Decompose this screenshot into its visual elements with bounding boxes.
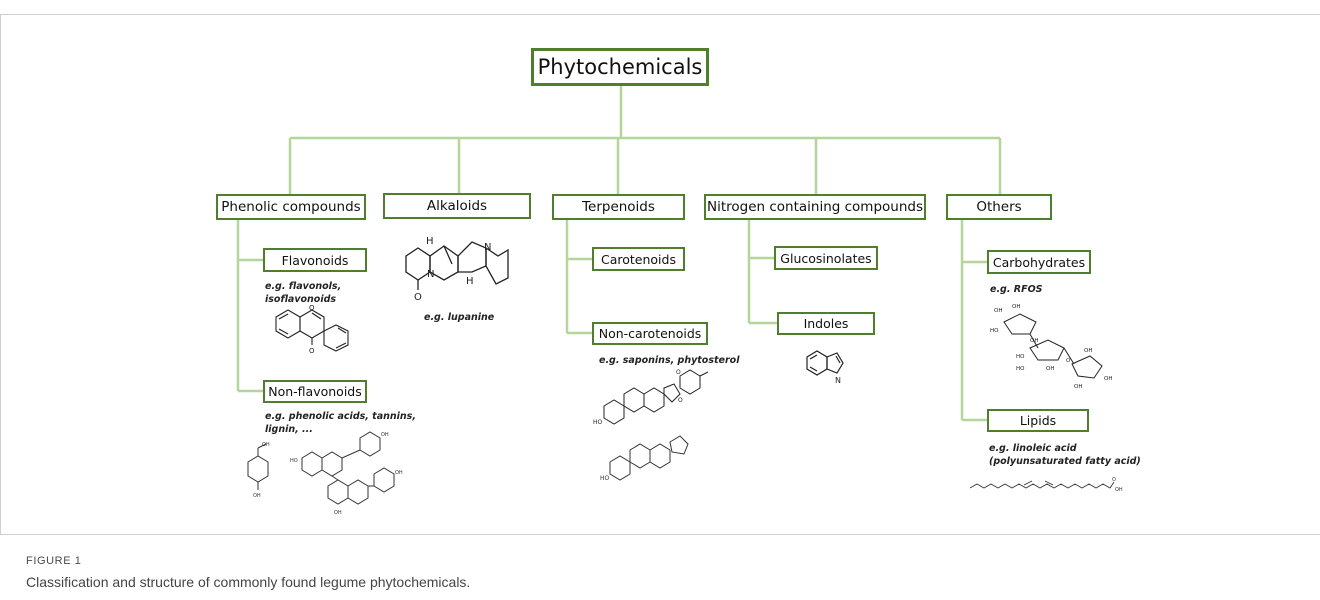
rfos-oh-6: OH xyxy=(1104,376,1112,382)
subcategory-non-flavonoids: Non-flavonoids xyxy=(263,380,367,403)
tannin-structure: HO OH OH OH xyxy=(290,431,403,516)
isoflavonoid-structure: O O xyxy=(275,304,349,355)
rfos-o: O xyxy=(1066,358,1071,364)
phytosterol-structure: HO xyxy=(600,435,689,482)
root-node: Phytochemicals xyxy=(531,48,709,86)
phytosterol-ho: HO xyxy=(600,475,610,482)
subcategory-lipids: Lipids xyxy=(987,409,1089,432)
rfos-oh-3: OH xyxy=(1030,338,1038,344)
isoflavone-keto-o: O xyxy=(309,347,315,355)
connector-lines xyxy=(236,84,1002,422)
example-lipids-line1: e.g. linoleic acid xyxy=(989,443,1077,454)
rfos-ho-2: HO xyxy=(1016,354,1025,360)
saponin-ho: HO xyxy=(593,419,603,426)
lupanine-h-top: H xyxy=(426,236,434,247)
lupanine-h-bottom: H xyxy=(466,276,474,287)
example-lipids: e.g. linoleic acid (polyunsaturated fatt… xyxy=(989,442,1141,468)
rfos-oh-1: OH xyxy=(994,308,1002,314)
phenolic-acid-oh-top: OH xyxy=(262,442,270,448)
example-lipids-line2: (polyunsaturated fatty acid) xyxy=(989,456,1141,467)
category-phenolic-compounds: Phenolic compounds xyxy=(216,194,366,220)
linoleic-oh: OH xyxy=(1115,487,1123,493)
example-non-flavonoids-line1: e.g. phenolic acids, tannins, xyxy=(265,411,416,422)
figure-left-border xyxy=(0,14,1,534)
saponin-structure: HO O O xyxy=(593,369,709,426)
linoleic-acid-structure: O OH xyxy=(969,477,1123,493)
figure-caption: Classification and structure of commonly… xyxy=(26,574,471,590)
category-alkaloids: Alkaloids xyxy=(383,193,531,219)
linoleic-o: O xyxy=(1112,477,1116,483)
example-flavonoids-line1: e.g. flavonols, xyxy=(265,281,342,292)
saponin-o-1: O xyxy=(676,369,681,376)
tannin-oh-2: OH xyxy=(395,470,403,476)
subcategory-carbohydrates: Carbohydrates xyxy=(987,250,1091,274)
rfos-oh-2: OH xyxy=(1012,304,1020,310)
tannin-oh-1: OH xyxy=(381,432,389,438)
example-non-flavonoids: e.g. phenolic acids, tannins, lignin, ..… xyxy=(265,410,416,436)
lupanine-structure: H H N N O xyxy=(405,236,509,303)
example-non-flavonoids-line2: lignin, ... xyxy=(265,424,313,435)
indole-structure: N xyxy=(806,350,844,385)
example-carbohydrates: e.g. RFOS xyxy=(990,284,1043,295)
example-flavonoids: e.g. flavonols, isoflavonoids xyxy=(265,280,341,306)
rfos-ho-1: HO xyxy=(990,328,999,334)
tannin-ho: HO xyxy=(290,458,298,464)
rfos-ho-3: HO xyxy=(1016,366,1025,372)
rfos-oh-7: OH xyxy=(1074,384,1082,390)
figure-top-border xyxy=(0,14,1320,15)
subcategory-non-carotenoids: Non-carotenoids xyxy=(592,322,708,345)
tannin-oh-3: OH xyxy=(334,510,342,516)
subcategory-carotenoids: Carotenoids xyxy=(592,247,685,271)
figure-bottom-border xyxy=(0,534,1320,535)
example-non-carotenoids: e.g. saponins, phytosterol xyxy=(599,355,740,366)
saponin-o-2: O xyxy=(678,397,683,404)
category-others: Others xyxy=(946,194,1052,220)
phenolic-acid-oh-bottom: OH xyxy=(253,493,261,499)
subcategory-flavonoids: Flavonoids xyxy=(263,248,367,272)
lupanine-o: O xyxy=(414,292,422,303)
lupanine-n-right: N xyxy=(484,242,491,253)
indole-n: N xyxy=(835,376,841,385)
phenolic-acid-structure: OH OH xyxy=(247,442,270,499)
example-alkaloids: e.g. lupanine xyxy=(424,312,495,323)
subcategory-indoles: Indoles xyxy=(777,312,875,335)
lupanine-n-left: N xyxy=(427,269,434,280)
rfos-structure: OH OH HO OH HO HO OH O OH OH OH xyxy=(990,304,1112,390)
isoflavone-ring-o: O xyxy=(309,304,315,312)
rfos-oh-5: OH xyxy=(1084,348,1092,354)
subcategory-glucosinolates: Glucosinolates xyxy=(774,246,878,270)
category-terpenoids: Terpenoids xyxy=(552,194,685,220)
category-nitrogen-containing-compounds: Nitrogen containing compounds xyxy=(704,194,926,220)
rfos-oh-4: OH xyxy=(1046,366,1054,372)
example-flavonoids-line2: isoflavonoids xyxy=(265,294,337,305)
figure-label: FIGURE 1 xyxy=(26,555,82,567)
